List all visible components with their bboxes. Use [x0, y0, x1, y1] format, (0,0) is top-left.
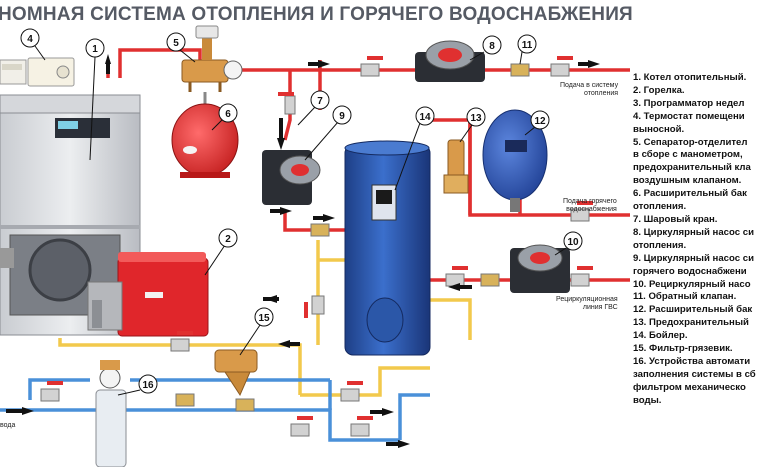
legend-item: в сборе с манометром,	[633, 149, 743, 161]
legend-item: 8. Циркулярный насос си	[633, 226, 754, 238]
legend-item: 2. Горелка.	[633, 84, 685, 96]
callout-15: 15	[239, 307, 274, 356]
legend-list: 1. Котел отопительный.2. Горелка.3. Прог…	[633, 72, 758, 408]
legend-item: воды.	[633, 394, 662, 406]
legend-item: 7. Шаровый кран.	[633, 213, 718, 225]
note-line: водоснабжения	[566, 206, 617, 213]
callout-label: 10	[567, 237, 579, 248]
callout-7: 7	[297, 90, 330, 126]
legend-item: 13. Предохранительный	[633, 317, 749, 329]
legend-item: горячего водоснабжени	[633, 265, 747, 277]
callout-label: 7	[317, 96, 323, 107]
callout-label: 11	[522, 40, 533, 51]
callout-label: 2	[225, 234, 231, 245]
callout-5: 5	[166, 32, 196, 63]
note-line: Подача в систему	[560, 82, 619, 89]
legend-item: 11. Обратный клапан.	[633, 291, 737, 303]
burner-unit	[87, 252, 209, 337]
callout-label: 1	[92, 44, 98, 55]
legend-item: 1. Котел отопительный.	[633, 72, 747, 83]
callout-11: 11	[517, 34, 537, 65]
callout-9: 9	[304, 105, 352, 161]
callout-2: 2	[204, 228, 238, 276]
recirculation-pump	[510, 244, 570, 293]
callout-label: 13	[470, 113, 482, 124]
legend-item: воздушным клапаном.	[633, 175, 742, 187]
note-water-inlet: вода	[0, 422, 16, 429]
callout-label: 15	[258, 313, 270, 324]
callout-14: 14	[394, 106, 435, 191]
legend-item: 5. Сепаратор-отделител	[633, 136, 748, 148]
callout-label: 16	[142, 380, 154, 391]
callout-10: 10	[554, 231, 583, 256]
legend-item: заполнения системы в сб	[633, 368, 756, 380]
legend-item: 4. Термостат помещени	[633, 110, 745, 122]
callout-label: 6	[225, 109, 231, 120]
callout-8: 8	[469, 35, 502, 61]
legend-item: предохранительный кла	[633, 162, 751, 174]
callout-6: 6	[211, 103, 238, 131]
callout-badges: 1 2 4 5 6 7 8 9 10 11 12 13 14 15 16	[20, 28, 583, 396]
legend-item: 15. Фильтр-грязевик.	[633, 343, 733, 355]
legend-item: 6. Расширительный бак	[633, 188, 747, 200]
hot-water-circulation-pump	[262, 150, 321, 205]
ball-valves	[40, 56, 593, 437]
callout-label: 12	[534, 116, 546, 127]
callout-12: 12	[524, 110, 550, 136]
legend-item: 12. Расширительный бак	[633, 304, 753, 316]
diagram-title: НОМНАЯ СИСТЕМА ОТОПЛЕНИЯ И ГОРЯЧЕГО ВОДО…	[0, 4, 633, 25]
note-line: линия ГВС	[582, 304, 618, 311]
mud-filter	[214, 349, 258, 397]
separator-assembly	[181, 25, 243, 92]
legend-item: 3. Программатор недел	[633, 97, 745, 109]
auto-fill-device	[95, 360, 127, 467]
heating-expansion-tank	[171, 92, 239, 178]
callout-4: 4	[20, 28, 46, 61]
indirect-boiler-tank	[344, 140, 431, 356]
callout-16: 16	[117, 374, 158, 396]
legend-item: отопления.	[633, 201, 687, 213]
note-line: отопления	[583, 90, 619, 97]
note-supply-heating: Подача в систему отопления	[560, 82, 618, 98]
callout-1: 1	[85, 38, 105, 161]
room-thermostat	[0, 57, 75, 87]
callout-label: 9	[339, 111, 345, 122]
legend-item: отопления.	[633, 239, 687, 251]
legend-item: 16. Устройства автомати	[633, 355, 751, 367]
note-recirculation: Рециркуляционная линия ГВС	[556, 296, 618, 312]
safety-valve	[443, 139, 469, 194]
legend-item: 9. Циркулярный насос си	[633, 252, 754, 264]
callout-label: 4	[27, 34, 33, 45]
callout-label: 14	[419, 112, 431, 123]
legend-item: 14. Бойлер.	[633, 330, 688, 342]
callout-label: 8	[489, 41, 495, 52]
note-supply-hot-water: Подача горячего водоснабжения	[563, 198, 617, 214]
legend-item: фильтром механическо	[633, 381, 746, 393]
note-line: Подача горячего	[563, 198, 617, 205]
heating-circulation-pump	[415, 40, 485, 82]
legend-item: 10. Рециркулярный насо	[633, 278, 751, 290]
water-expansion-tank	[482, 109, 548, 212]
callout-13: 13	[459, 107, 486, 143]
legend-item: выносной.	[633, 123, 685, 135]
flow-arrows	[6, 54, 600, 448]
note-line: Рециркуляционная	[556, 296, 618, 303]
callout-label: 5	[173, 38, 179, 49]
